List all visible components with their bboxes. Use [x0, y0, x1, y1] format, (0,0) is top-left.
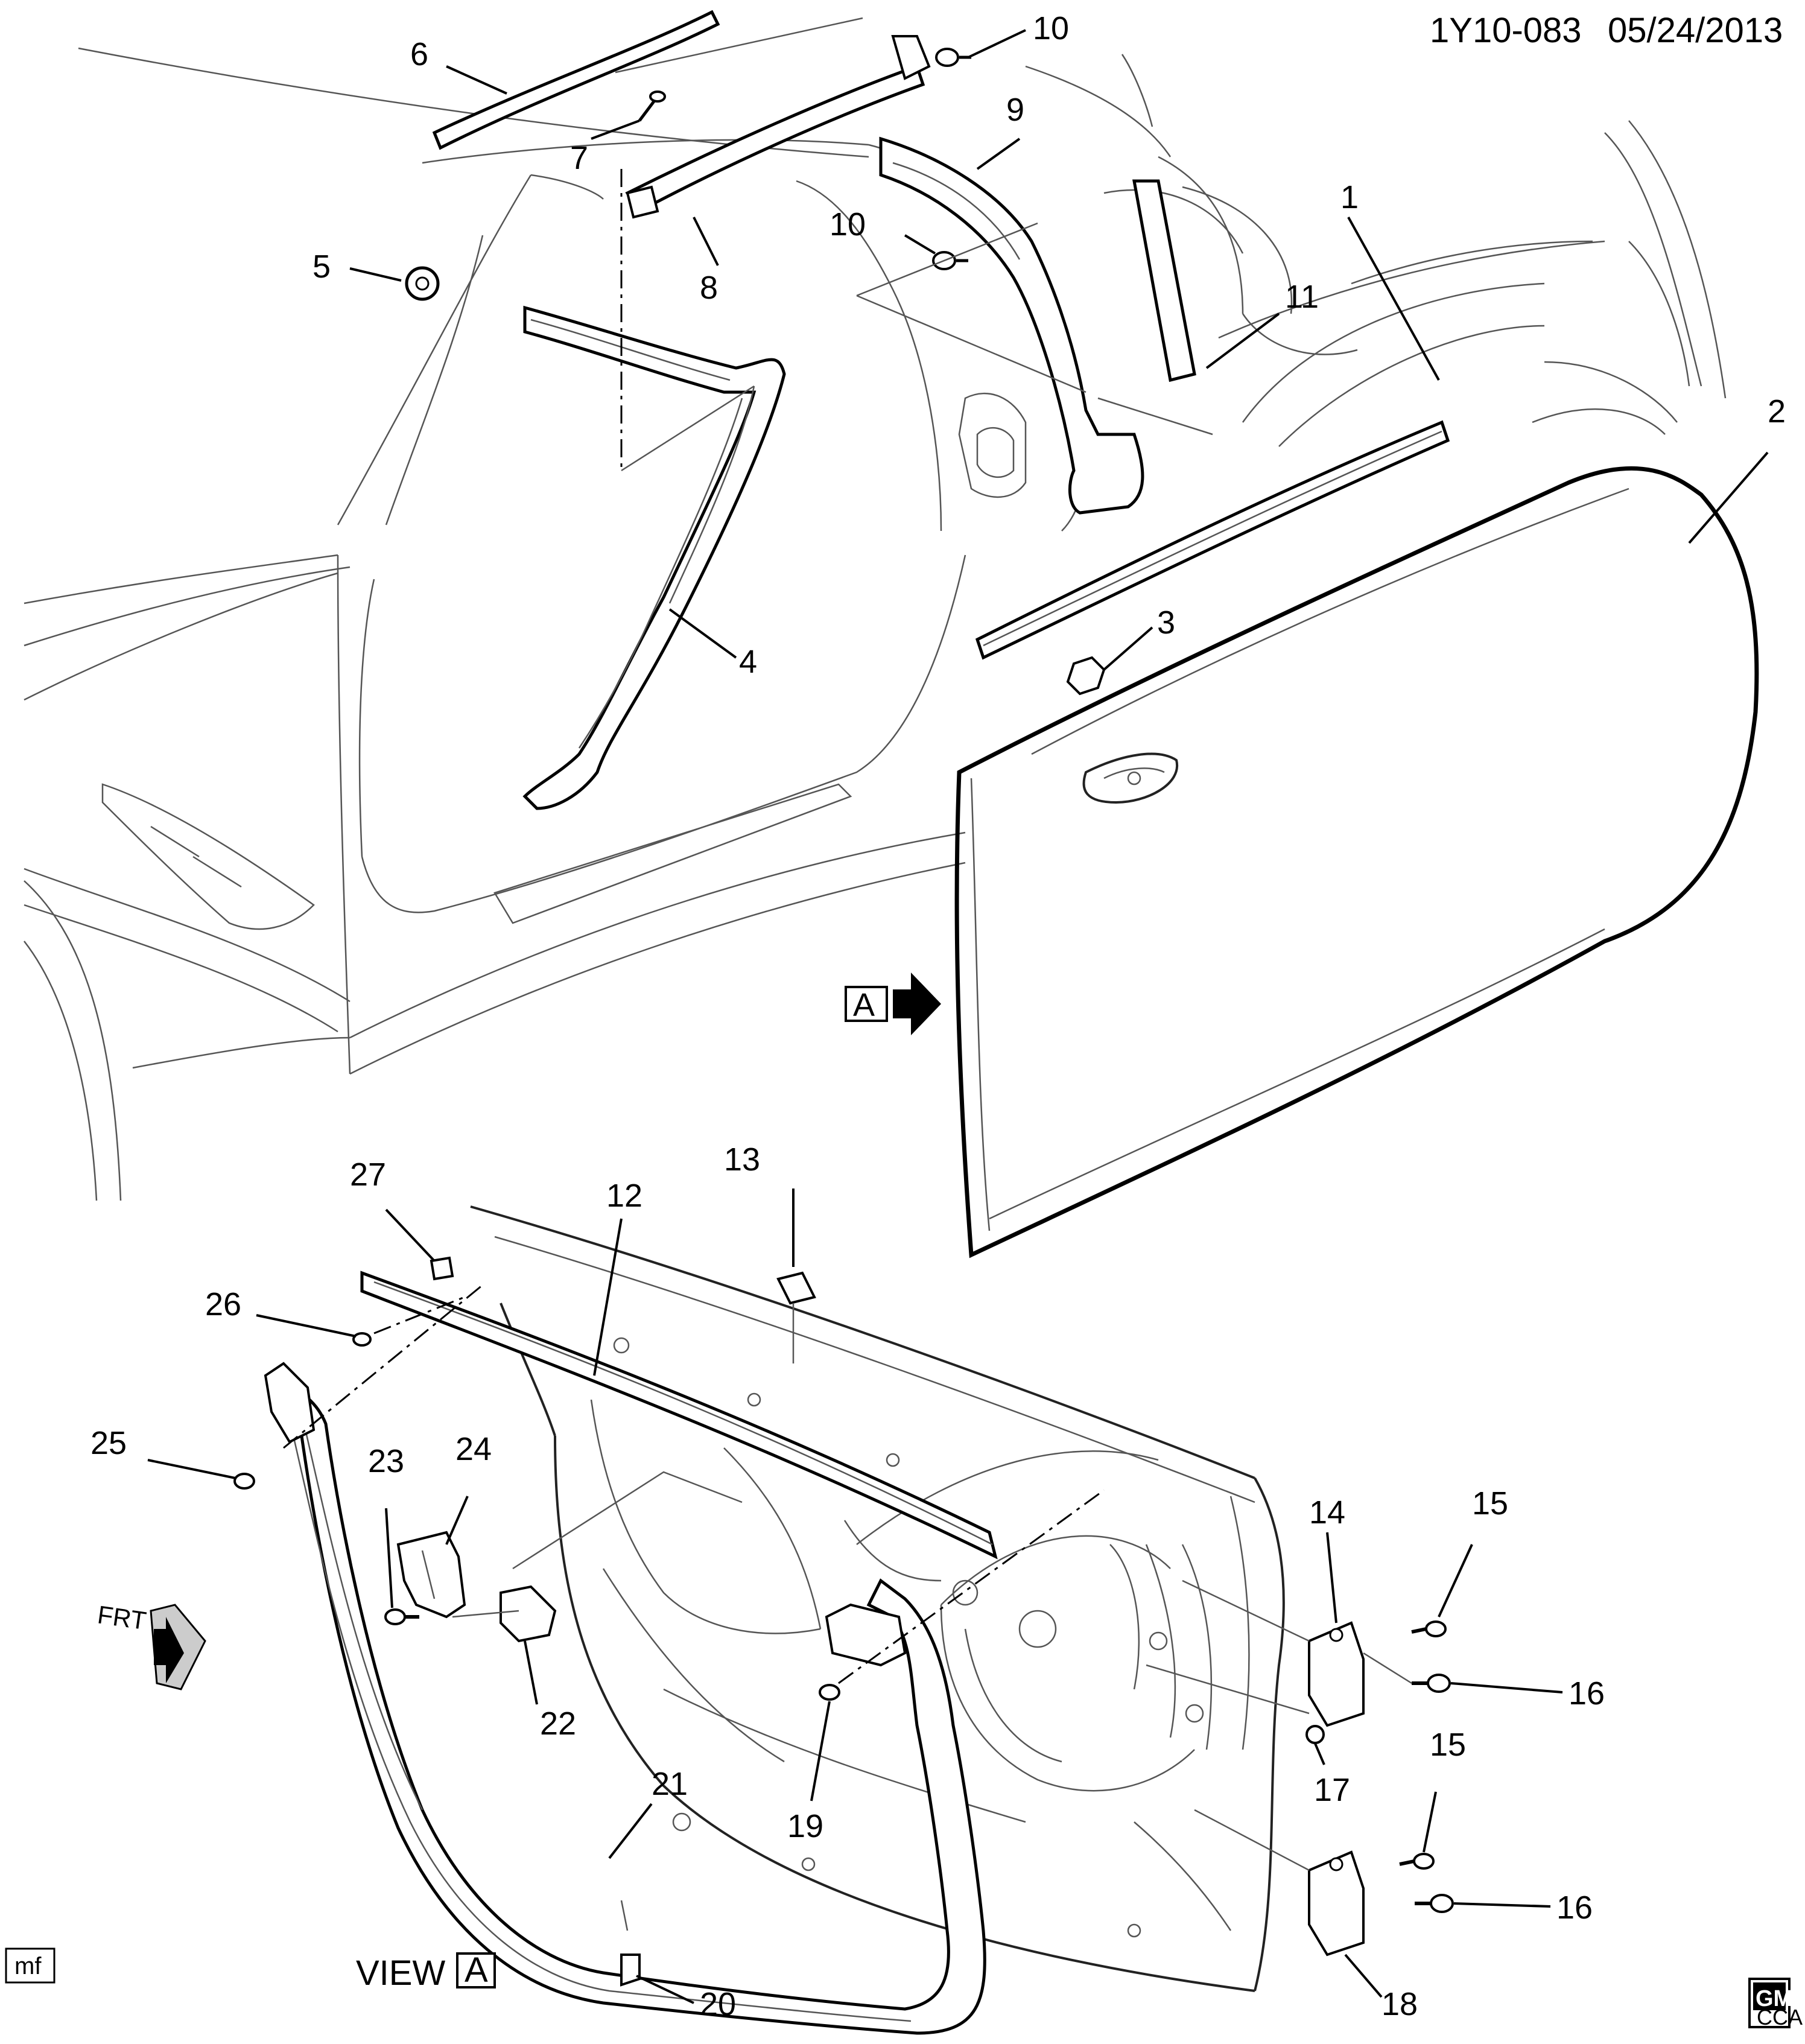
- callout-leaders: [147, 29, 1769, 2004]
- door-assembly-part-2: [954, 466, 1759, 1258]
- diagram-date: 05/24/2013: [1608, 11, 1783, 50]
- belt-molding-part-1: [975, 420, 1450, 660]
- pillar-seal-part-9: [879, 136, 1144, 515]
- clip-part-13: [776, 1271, 816, 1363]
- clip-part-19: [819, 1684, 840, 1701]
- belt-strip-part-12: [360, 1271, 998, 1560]
- footer: mf GM CCA: [5, 1947, 1803, 2030]
- callout-9: 9: [1006, 92, 1024, 128]
- view-a-box: [845, 986, 888, 1022]
- nut-part-3: [1066, 656, 1106, 696]
- diagram-id: 1Y10-083: [1430, 11, 1582, 50]
- callout-5: 5: [312, 249, 331, 285]
- clip-part-20: [620, 1954, 641, 1987]
- hinge-part-18: [1308, 1850, 1365, 1957]
- callout-14: 14: [1309, 1494, 1345, 1531]
- screw-part-10: [932, 48, 971, 270]
- callout-12: 12: [606, 1178, 642, 1214]
- hinge-part-14: [1308, 1621, 1365, 1727]
- clip-parts: [233, 1256, 840, 1987]
- view-a-caption: VIEW A: [356, 1950, 496, 1993]
- clip-part-27: [430, 1256, 454, 1281]
- callout-21: 21: [652, 1766, 688, 1802]
- view-caption-letter: A: [465, 1950, 488, 1990]
- grommet-part-5: [405, 266, 440, 301]
- callout-2: 2: [1768, 393, 1786, 430]
- upper-alignment-lines: [615, 17, 1213, 472]
- view-arrow-icon: [893, 973, 941, 1035]
- illustrator-tag-box: [5, 1947, 56, 1984]
- weatherstrip-part-21: [264, 1362, 986, 2035]
- view-a-marker: A: [845, 973, 941, 1035]
- roof-seal-part-8: [625, 35, 931, 219]
- bracket-part-24: [396, 1531, 466, 1619]
- callout-4: 4: [739, 644, 757, 680]
- stop-part-22: [500, 1585, 557, 1643]
- weatherstrip-part-4: [522, 305, 786, 810]
- callout-15-bottom: 15: [1430, 1727, 1466, 1763]
- seal-part-11: [1132, 179, 1196, 382]
- hinge-bolts: [1305, 1620, 1454, 1913]
- frt-label: FRT: [96, 1600, 148, 1635]
- callout-1: 1: [1340, 179, 1359, 215]
- gm-logo-text: GM: [1756, 1986, 1792, 2011]
- callout-labels: 1 2 3 4 5 6 7 8 9 10 10 11 12 13 14 15 1…: [90, 10, 1786, 2022]
- callout-16-top: 16: [1569, 1675, 1605, 1712]
- callout-23: 23: [368, 1443, 404, 1479]
- view-caption-box: [456, 1952, 496, 1988]
- clip-part-25: [233, 1473, 255, 1490]
- callout-27: 27: [350, 1157, 386, 1193]
- illustrator-tag: mf: [14, 1953, 42, 1979]
- callout-7: 7: [570, 140, 588, 176]
- callout-18: 18: [1382, 1986, 1418, 2022]
- door-inner-panel: [470, 1205, 1285, 1992]
- callout-3: 3: [1157, 605, 1175, 641]
- gm-logo-top: [1753, 1982, 1786, 2010]
- car-body-outline: [24, 47, 1727, 1201]
- gm-logo-subtext: CCA: [1757, 2005, 1803, 2030]
- view-a-letter: A: [853, 987, 875, 1023]
- callout-17: 17: [1314, 1772, 1350, 1808]
- callout-10-mid: 10: [830, 206, 866, 243]
- callout-8: 8: [700, 270, 718, 306]
- callout-25: 25: [90, 1425, 127, 1461]
- frt-arrow-icon: [154, 1617, 184, 1683]
- lower-alignment-lines: [283, 1284, 1412, 1871]
- bolt-part-23: [384, 1608, 419, 1625]
- screw-part-7: [638, 90, 666, 122]
- callout-10-top: 10: [1033, 10, 1069, 46]
- callout-6: 6: [410, 36, 428, 72]
- callout-22: 22: [540, 1706, 576, 1742]
- callout-15-top: 15: [1472, 1485, 1508, 1522]
- callout-16-bottom: 16: [1556, 1890, 1593, 1926]
- callout-26: 26: [205, 1286, 241, 1322]
- callout-19: 19: [787, 1808, 823, 1844]
- front-direction-indicator: FRT: [96, 1600, 206, 1690]
- view-caption-prefix: VIEW: [356, 1954, 445, 1993]
- callout-13: 13: [724, 1141, 760, 1178]
- roof-molding-part-6: [432, 10, 720, 150]
- callout-11: 11: [1285, 279, 1319, 315]
- callout-24: 24: [455, 1431, 492, 1467]
- callout-20: 20: [700, 1986, 736, 2022]
- clip-part-26: [352, 1332, 372, 1347]
